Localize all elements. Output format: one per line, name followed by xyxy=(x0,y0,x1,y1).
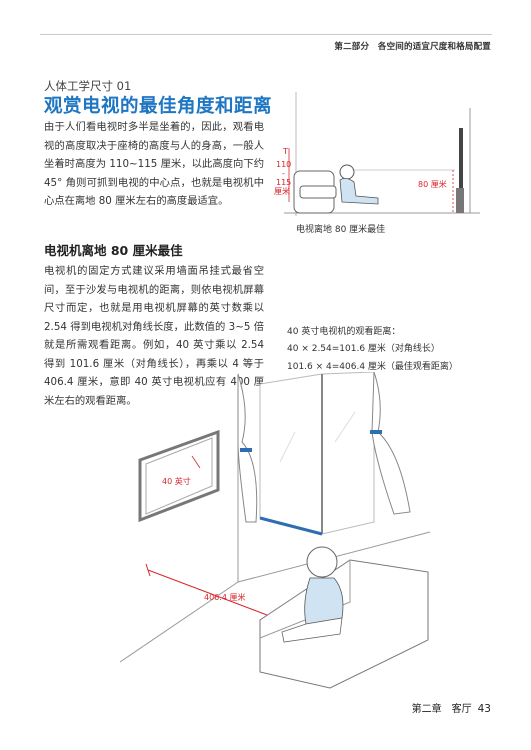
floor-edge-left xyxy=(119,581,239,663)
viewer-torso xyxy=(304,577,344,625)
living-room-illustration: 40 英寸 406.4 厘米 xyxy=(119,372,431,689)
sofa-seat xyxy=(299,185,337,199)
curtain-tie-left xyxy=(240,448,252,452)
glass-reflection-2 xyxy=(334,411,356,443)
glass-reflection xyxy=(279,431,296,463)
viewer-head xyxy=(306,546,338,578)
intro-paragraph: 由于人们看电视时多半是坐着的，因此，观看电视的高度取决于座椅的高度与人的身高，一… xyxy=(44,121,264,207)
section-body-paragraph: 电视机的固定方式建议采用墙面吊挂式最省空间，至于沙发与电视机的距离，则依电视机屏… xyxy=(44,265,264,407)
tv-screen xyxy=(145,437,213,515)
tv-height-label: 80 厘米 xyxy=(418,179,447,189)
sofa-backrest-edge xyxy=(259,560,351,639)
eye-height-unit: 厘米 xyxy=(274,186,290,196)
person-body xyxy=(339,178,379,205)
calc-line-title: 40 英寸电视机的观看距离： xyxy=(287,327,401,337)
curtain-right xyxy=(371,372,411,515)
distance-end-tick-left xyxy=(145,563,151,577)
section-heading: 电视机离地 80 厘米最佳 xyxy=(44,243,183,258)
calc-line-distance: 101.6 × 4=406.4 厘米（最佳观看距离） xyxy=(287,362,458,372)
tv-diagonal-mark xyxy=(191,455,201,469)
window-panel-left xyxy=(259,373,323,535)
viewing-distance-label: 406.4 厘米 xyxy=(204,592,245,602)
eye-height-max: 115 xyxy=(276,178,291,187)
tv-size-label: 40 英寸 xyxy=(162,476,191,486)
article-title: 观赏电视的最佳角度和距离 xyxy=(44,96,273,117)
page-footer: 第二章 客厅 43 xyxy=(412,700,491,715)
article-subtitle: 人体工学尺寸 01 xyxy=(44,79,132,93)
page-number: 43 xyxy=(477,703,491,715)
curtain-tie-right xyxy=(370,430,382,434)
window-panel-right xyxy=(321,372,375,535)
curtain-left xyxy=(237,373,258,523)
viewer-legs xyxy=(281,617,343,643)
header-divider xyxy=(40,34,492,35)
figure1-caption: 电视离地 80 厘米最佳 xyxy=(296,225,386,235)
eye-height-mark: T xyxy=(282,147,288,156)
tv-stand xyxy=(456,188,464,213)
sofa-perspective xyxy=(259,559,429,689)
person-head xyxy=(339,164,355,180)
floor-trim-blue xyxy=(259,516,323,536)
eye-height-min: 110 xyxy=(276,160,291,169)
chapter-label: 第二章 客厅 xyxy=(411,704,472,715)
tv-height-diagram: T 110 - 115 厘米 80 厘米 xyxy=(274,92,480,216)
calc-line-diagonal: 40 × 2.54=101.6 厘米（对角线长） xyxy=(287,344,440,354)
running-header: 第二部分 各空间的适宜尺度和格局配置 xyxy=(334,42,491,52)
eye-height-dash: - xyxy=(282,169,285,178)
viewing-distance-line xyxy=(147,569,276,619)
tv-side-illustration xyxy=(459,128,463,204)
